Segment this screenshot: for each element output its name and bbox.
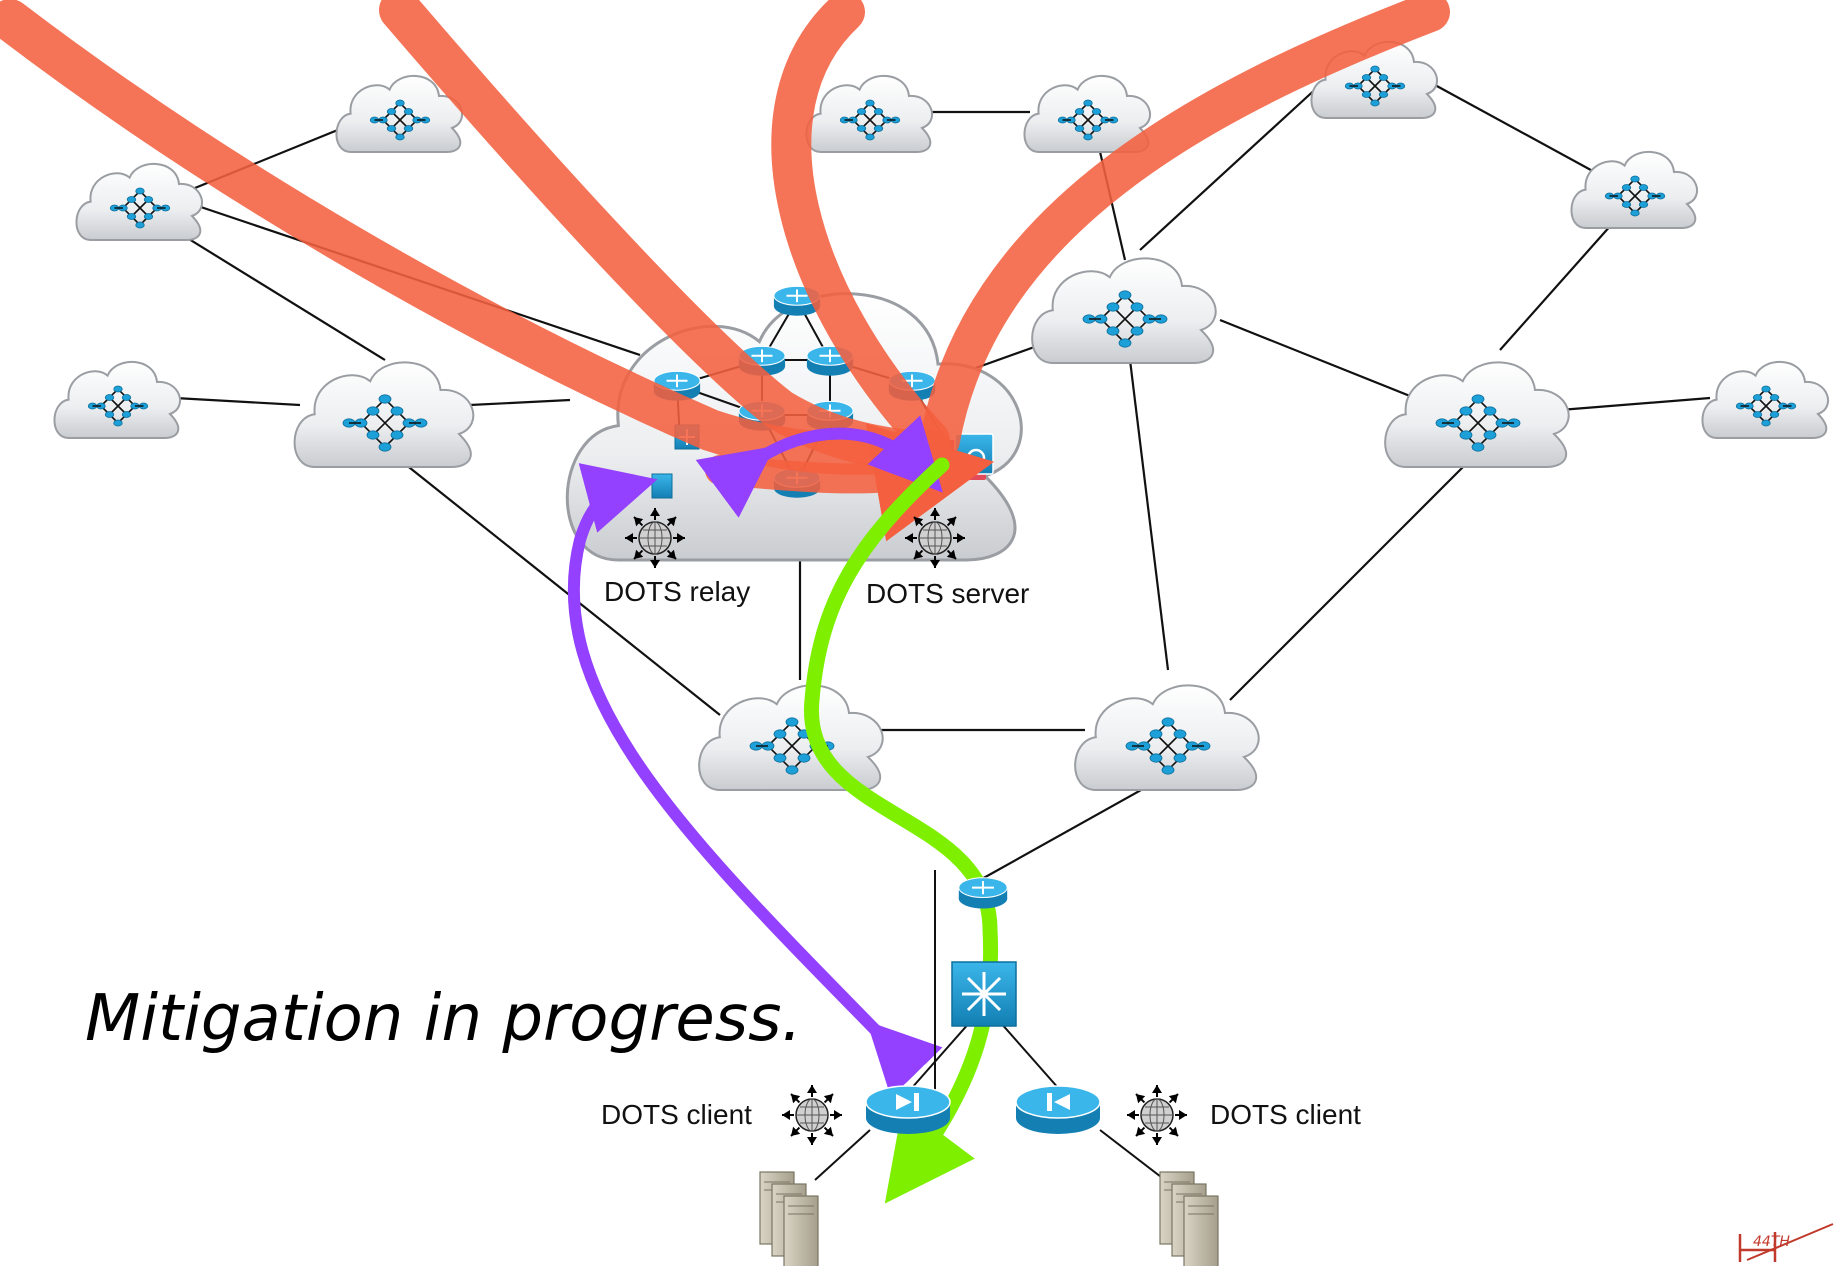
cloud-network-icon	[698, 684, 884, 791]
cloud-network-icon	[75, 163, 203, 241]
cpe-router-right-icon	[865, 1085, 951, 1134]
dots-relay-label: DOTS relay	[604, 576, 750, 607]
dots-relay-device-icon	[651, 473, 673, 499]
dots-agents	[625, 508, 1187, 1145]
network-link	[1229, 449, 1481, 701]
network-link	[1139, 84, 1321, 251]
network-link	[1128, 359, 1170, 671]
network-link	[1559, 396, 1711, 412]
customer-site	[759, 870, 1219, 1266]
cloud-network-icon	[1074, 684, 1260, 791]
network-link	[174, 396, 301, 407]
server-stack-icon	[759, 1171, 819, 1266]
switch-icon	[951, 961, 1017, 1027]
cloud-network-icon	[53, 361, 181, 439]
attack-flow-3	[771, 0, 950, 460]
network-link	[1219, 318, 1421, 402]
server-stack-icon	[1159, 1171, 1219, 1266]
dots-agent-globe-icon	[782, 1085, 842, 1145]
cloud-network-icon	[1570, 151, 1698, 229]
network-link	[1434, 84, 1601, 176]
relay-server-signal	[695, 415, 943, 518]
network-link	[1499, 214, 1621, 351]
cloud-network-icon	[335, 75, 463, 153]
caption: Mitigation in progress.	[85, 982, 802, 1056]
dots-client-right-label: DOTS client	[1210, 1099, 1361, 1130]
dots-client-left-label: DOTS client	[601, 1099, 752, 1130]
svg-text:44TH: 44TH	[1753, 1234, 1790, 1250]
dots-agent-globe-icon	[905, 508, 965, 568]
cpe-router-left-icon	[1015, 1085, 1101, 1134]
cloud-network-icon	[1031, 257, 1217, 364]
dots-agent-globe-icon	[1127, 1085, 1187, 1145]
network-link	[979, 774, 1169, 881]
router-icon	[958, 877, 1008, 909]
network-link	[469, 398, 571, 407]
router-icon	[653, 370, 701, 401]
attack-flow-scrubbed	[705, 423, 995, 542]
dots-server-label: DOTS server	[866, 578, 1029, 609]
clean-traffic	[804, 457, 999, 1204]
dots-agent-globe-icon	[625, 508, 685, 568]
cloud-network-icon	[293, 361, 475, 468]
router-icon	[773, 285, 821, 316]
client-relay-signal	[567, 463, 943, 1098]
cloud-network-icon	[1023, 75, 1151, 153]
network-link	[1099, 1129, 1166, 1181]
cloud-network-icon	[805, 75, 933, 153]
cloud-network-icon	[1384, 361, 1570, 468]
attack-flow-4	[920, 0, 1450, 460]
cloud-network-icon	[1701, 361, 1829, 439]
dots-signal-channel	[567, 415, 943, 1098]
logo-icon: 44TH	[1738, 1223, 1834, 1262]
network-link	[814, 1129, 871, 1181]
